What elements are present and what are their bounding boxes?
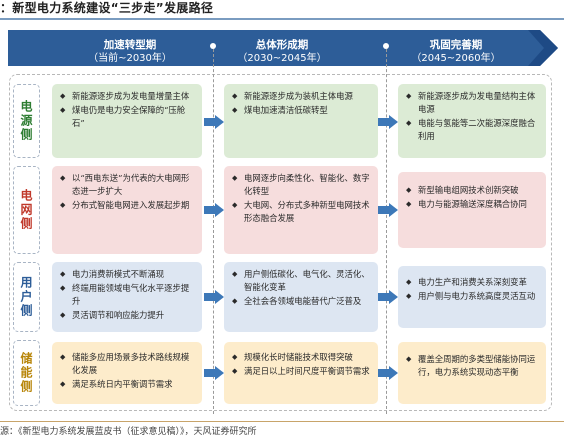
cell-grid-phase-3: 新型输电组网技术创新突破 电力与能源输送深度耦合协同 bbox=[398, 172, 546, 248]
row-label-storage-text: 储能侧 bbox=[19, 352, 33, 394]
figure-title: ：新型电力系统建设“三步走”发展路径 bbox=[0, 1, 214, 15]
phase-2: 总体形成期 （2030~2045年） bbox=[222, 38, 342, 66]
arrow-right-icon bbox=[378, 115, 398, 129]
list-item: 电能与氢能等二次能源深度融合利用 bbox=[406, 117, 540, 143]
list-item: 电网逐步向柔性化、智能化、数字化转型 bbox=[232, 172, 372, 198]
arrow-right-icon bbox=[204, 366, 224, 380]
row-label-storage: 储能侧 bbox=[13, 340, 40, 406]
divider-1-dot bbox=[210, 43, 216, 49]
cell-supply-phase-3: 新能源逐步成为发电量结构主体电源 电能与氢能等二次能源深度融合利用 bbox=[398, 84, 546, 158]
phase-1-range: （当前~2030年） bbox=[88, 53, 172, 64]
phase-1: 加速转型期 （当前~2030年） bbox=[70, 38, 190, 66]
list-item: 覆盖全周期的多类型储能协同运行，电力系统实现动态平衡 bbox=[406, 353, 540, 379]
list-item: 煤电仍是电力安全保障的“压舱石” bbox=[60, 104, 196, 130]
row-label-user-text: 用户侧 bbox=[19, 276, 33, 318]
list-item: 电力生产和消费关系深刻变革 bbox=[406, 276, 540, 289]
list-item: 分布式智能电网进入发展起步期 bbox=[60, 199, 196, 212]
row-label-grid-text: 电网侧 bbox=[19, 189, 33, 231]
cell-storage-phase-3: 覆盖全周期的多类型储能协同运行，电力系统实现动态平衡 bbox=[398, 342, 546, 404]
list-item: 新型输电组网技术创新突破 bbox=[406, 184, 540, 197]
arrow-right-icon bbox=[378, 290, 398, 304]
arrow-right-icon bbox=[204, 290, 224, 304]
source-note: 源：《新型电力系统发展蓝皮书（征求意见稿）》，天风证券研究所 bbox=[0, 427, 257, 437]
list-item: 规模化长时储能技术取得突破 bbox=[232, 351, 372, 364]
cell-user-phase-3: 电力生产和消费关系深刻变革 用户侧与电力系统高度灵活互动 bbox=[398, 266, 546, 328]
row-label-grid: 电网侧 bbox=[13, 166, 40, 254]
row-label-user: 用户侧 bbox=[13, 262, 40, 332]
list-item: 用户侧与电力系统高度灵活互动 bbox=[406, 290, 540, 303]
timeline-banner-arrow bbox=[8, 30, 558, 66]
arrow-right-icon bbox=[204, 115, 224, 129]
list-item: 大电网、分布式多种新型电网技术形态融合发展 bbox=[232, 199, 372, 225]
arrow-right-icon bbox=[378, 203, 398, 217]
list-item: 灵活调节和响应能力提升 bbox=[60, 309, 196, 322]
cell-storage-phase-2: 规模化长时储能技术取得突破 满足日以上时间尺度平衡调节需求 bbox=[224, 342, 378, 404]
row-label-supply-text: 电源侧 bbox=[19, 100, 33, 142]
list-item: 煤电加速清洁低碳转型 bbox=[232, 104, 372, 117]
list-item: 新能源逐步成为装机主体电源 bbox=[232, 90, 372, 103]
cell-supply-phase-2: 新能源逐步成为装机主体电源 煤电加速清洁低碳转型 bbox=[224, 84, 378, 158]
list-item: 电力与能源输送深度耦合协同 bbox=[406, 198, 540, 211]
list-item: 全社会各领域电能替代广泛普及 bbox=[232, 295, 372, 308]
banner-arrow-tip bbox=[528, 30, 558, 66]
phase-divider-2 bbox=[386, 44, 387, 414]
list-item: 满足系统日内平衡调节需求 bbox=[60, 378, 196, 391]
source-divider bbox=[0, 421, 564, 422]
phase-divider-1 bbox=[213, 44, 214, 414]
list-item: 储能多应用场景多技术路线规模化发展 bbox=[60, 351, 196, 377]
list-item: 终端用能领域电气化水平逐步提升 bbox=[60, 282, 196, 308]
list-item: 电力消费新模式不断涌现 bbox=[60, 268, 196, 281]
cell-user-phase-2: 用户侧低碳化、电气化、灵活化、智能化变革 全社会各领域电能替代广泛普及 bbox=[224, 262, 378, 332]
phase-3-name: 巩固完善期 bbox=[429, 39, 483, 51]
cell-supply-phase-1: 新能源逐步成为发电量增量主体 煤电仍是电力安全保障的“压舱石” bbox=[52, 84, 202, 158]
cell-grid-phase-1: 以“西电东送”为代表的大电网形态进一步扩大 分布式智能电网进入发展起步期 bbox=[52, 166, 202, 254]
phase-3-range: （2045~2060年） bbox=[411, 53, 501, 64]
list-item: 新能源逐步成为发电量增量主体 bbox=[60, 90, 196, 103]
divider-2-dot bbox=[383, 43, 389, 49]
list-item: 用户侧低碳化、电气化、灵活化、智能化变革 bbox=[232, 268, 372, 294]
title-divider bbox=[0, 18, 564, 20]
phase-1-name: 加速转型期 bbox=[103, 39, 157, 51]
list-item: 以“西电东送”为代表的大电网形态进一步扩大 bbox=[60, 172, 196, 198]
list-item: 新能源逐步成为发电量结构主体电源 bbox=[406, 90, 540, 116]
cell-user-phase-1: 电力消费新模式不断涌现 终端用能领域电气化水平逐步提升 灵活调节和响应能力提升 bbox=[52, 262, 202, 332]
arrow-right-icon bbox=[378, 366, 398, 380]
phase-2-range: （2030~2045年） bbox=[237, 53, 327, 64]
list-item: 满足日以上时间尺度平衡调节需求 bbox=[232, 365, 372, 378]
cell-grid-phase-2: 电网逐步向柔性化、智能化、数字化转型 大电网、分布式多种新型电网技术形态融合发展 bbox=[224, 166, 378, 254]
arrow-right-icon bbox=[204, 203, 224, 217]
phase-2-name: 总体形成期 bbox=[255, 39, 309, 51]
cell-storage-phase-1: 储能多应用场景多技术路线规模化发展 满足系统日内平衡调节需求 bbox=[52, 342, 202, 404]
diagram-frame bbox=[9, 74, 552, 411]
row-label-supply: 电源侧 bbox=[13, 84, 40, 158]
phase-3: 巩固完善期 （2045~2060年） bbox=[396, 38, 516, 66]
